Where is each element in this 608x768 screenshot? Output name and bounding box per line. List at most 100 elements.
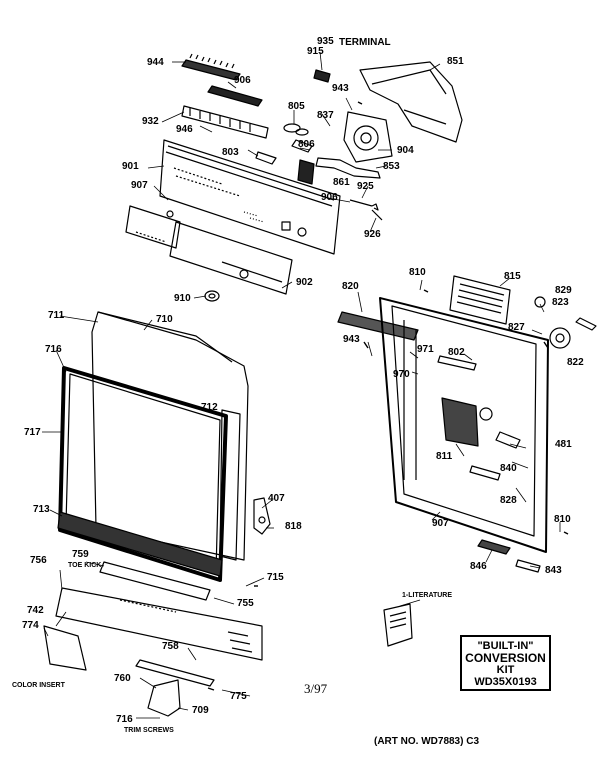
label-710: 710 xyxy=(156,314,173,325)
label-774: 774 xyxy=(22,620,39,631)
label-846: 846 xyxy=(470,561,487,572)
label-827: 827 xyxy=(508,322,525,333)
label-915: 915 xyxy=(307,46,324,57)
label-758: 758 xyxy=(162,641,179,652)
leader-lines xyxy=(42,51,561,719)
label-828: 828 xyxy=(500,495,517,506)
label-820: 820 xyxy=(342,281,359,292)
label-853: 853 xyxy=(383,161,400,172)
label-709: 709 xyxy=(192,705,209,716)
part-742-color-insert xyxy=(43,625,87,671)
part-902-panel xyxy=(169,221,293,295)
label-terminal: TERMINAL xyxy=(339,37,391,48)
label-712: 712 xyxy=(201,402,218,413)
label-815: 815 xyxy=(504,271,521,282)
part-910-knob xyxy=(204,290,220,302)
literature-booklet xyxy=(383,603,413,647)
conversion-kit-line2: CONVERSION xyxy=(465,651,546,665)
part-710-711-door-frame xyxy=(91,311,249,561)
label-756: 756 xyxy=(30,555,47,566)
label-970: 970 xyxy=(393,369,410,380)
label-822: 822 xyxy=(567,357,584,368)
label-902: 902 xyxy=(296,277,313,288)
label-907-top: 907 xyxy=(131,180,148,191)
part-925-screw xyxy=(349,199,379,211)
label-805: 805 xyxy=(288,101,305,112)
label-481: 481 xyxy=(555,439,572,450)
label-910: 910 xyxy=(174,293,191,304)
part-932-switches xyxy=(181,105,269,139)
fastener-marks xyxy=(207,101,569,691)
label-829: 829 xyxy=(555,285,572,296)
label-943-mid: 943 xyxy=(343,334,360,345)
part-907-inner-door xyxy=(379,297,549,553)
label-803: 803 xyxy=(222,147,239,158)
label-843: 843 xyxy=(545,565,562,576)
part-760-709-bracket xyxy=(147,679,181,717)
label-935: 935 xyxy=(317,36,334,47)
label-946: 946 xyxy=(176,124,193,135)
part-926-screw xyxy=(371,209,383,221)
label-literature: 1-LITERATURE xyxy=(402,592,453,599)
label-932: 932 xyxy=(142,116,159,127)
label-840: 840 xyxy=(500,463,517,474)
part-915-terminal xyxy=(313,69,331,83)
label-851: 851 xyxy=(447,56,464,67)
art-number: (ART NO. WD7883) C3 xyxy=(374,736,480,747)
part-759-toe-kick xyxy=(99,561,211,601)
label-823: 823 xyxy=(552,297,569,308)
conversion-kit-box: "BUILT-IN" CONVERSION KIT WD35X0193 xyxy=(460,635,551,691)
label-861: 861 xyxy=(333,177,350,188)
label-837: 837 xyxy=(317,110,334,121)
part-853-lever xyxy=(315,157,381,179)
part-843 xyxy=(515,559,541,573)
label-810-top: 810 xyxy=(409,267,426,278)
part-811-dispenser xyxy=(441,397,479,447)
label-715: 715 xyxy=(267,572,284,583)
part-822-gear xyxy=(549,327,571,349)
label-806: 806 xyxy=(298,139,315,150)
part-901-control-panel xyxy=(159,139,341,255)
label-906-top: 906 xyxy=(234,75,251,86)
part-944-strip xyxy=(181,53,241,81)
label-717: 717 xyxy=(24,427,41,438)
part-818-hinge xyxy=(253,497,271,535)
label-925: 925 xyxy=(357,181,374,192)
label-775: 775 xyxy=(230,691,247,702)
label-760: 760 xyxy=(114,673,131,684)
label-926: 926 xyxy=(364,229,381,240)
part-907-bracket xyxy=(125,205,181,249)
label-811: 811 xyxy=(436,451,453,462)
label-901: 901 xyxy=(122,161,139,172)
label-810-lower: 810 xyxy=(554,514,571,525)
part-802-arm xyxy=(437,355,477,371)
label-toe-kick: TOE KICK xyxy=(68,562,102,569)
part-803 xyxy=(255,151,277,165)
label-716-top: 716 xyxy=(45,344,62,355)
label-742: 742 xyxy=(27,605,44,616)
part-829-823 xyxy=(534,296,597,331)
part-806-block xyxy=(297,159,315,185)
label-904: 904 xyxy=(397,145,414,156)
cropped-header-text: — — — — — — — — — — — xyxy=(150,0,414,3)
label-818: 818 xyxy=(285,521,302,532)
part-805-806 xyxy=(283,123,313,153)
label-943-top: 943 xyxy=(332,83,349,94)
label-907-inner: 907 xyxy=(432,518,449,529)
label-716-bottom: 716 xyxy=(116,714,133,725)
label-944: 944 xyxy=(147,57,164,68)
part-815-vent xyxy=(449,275,511,325)
part-904-timer xyxy=(343,111,393,163)
date-code: 3/97 xyxy=(304,681,328,696)
part-846 xyxy=(477,539,511,555)
conversion-kit-line4: WD35X0193 xyxy=(474,676,537,688)
label-color-insert: COLOR INSERT xyxy=(12,682,65,689)
label-971: 971 xyxy=(417,344,434,355)
part-713-trim xyxy=(57,511,223,577)
label-711: 711 xyxy=(48,310,65,321)
label-755: 755 xyxy=(237,598,254,609)
label-713: 713 xyxy=(33,504,50,515)
conversion-kit-line3: KIT xyxy=(496,664,515,676)
